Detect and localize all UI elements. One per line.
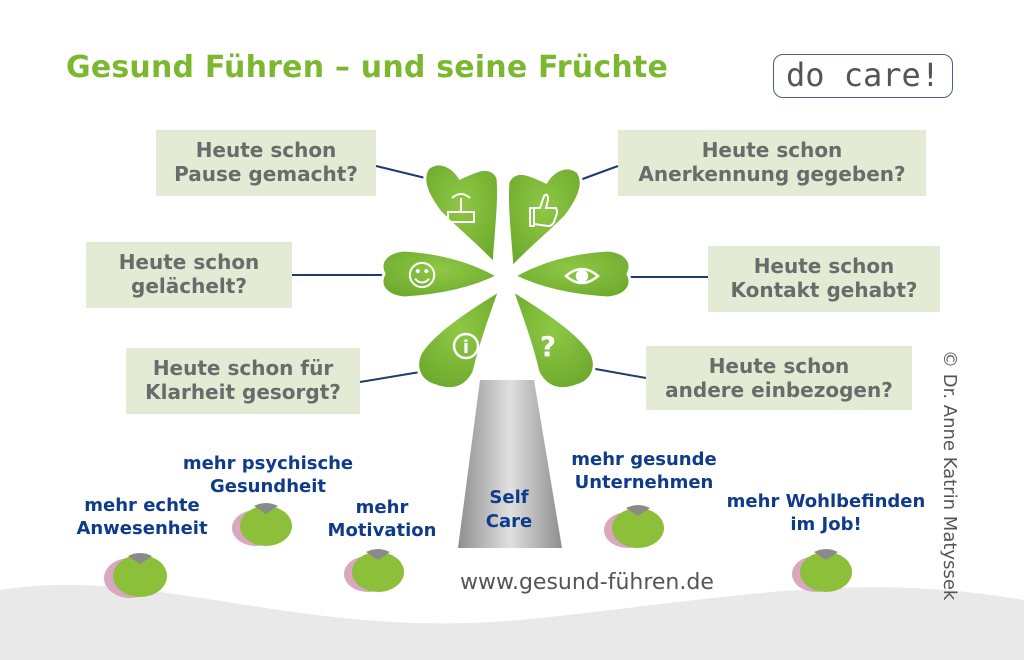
fruit-unternehmen bbox=[604, 505, 664, 548]
svg-text:i: i bbox=[463, 337, 469, 358]
benefit-gesundheit: mehr psychische Gesundheit bbox=[182, 453, 354, 497]
question-anerkennung: Heute schon Anerkennung gegeben? bbox=[618, 130, 926, 196]
question-icon: ? bbox=[540, 330, 556, 363]
question-kontakt: Heute schon Kontakt gehabt? bbox=[708, 246, 940, 312]
info-icon: i bbox=[452, 332, 480, 360]
fruit-wohlbefinden bbox=[792, 549, 852, 592]
copyright-text: © Dr. Anne Katrin Matyssek bbox=[939, 350, 960, 601]
leaf-pause bbox=[423, 162, 501, 268]
leaf-klarheit bbox=[416, 286, 503, 391]
fruit-gesundheit bbox=[232, 503, 292, 546]
fruit-anwesenheit bbox=[104, 553, 167, 598]
question-pause: Heute schon Pause gemacht? bbox=[156, 130, 376, 196]
connector-line bbox=[589, 367, 647, 379]
benefit-unternehmen: mehr gesunde Unternehmen bbox=[571, 449, 717, 493]
connector-line bbox=[359, 371, 421, 383]
leaf-kontakt bbox=[510, 248, 632, 300]
tree-trunk bbox=[458, 380, 562, 548]
page-title: Gesund Führen – und seine Früchte bbox=[66, 50, 668, 85]
do-care-logo: do care! bbox=[773, 54, 953, 98]
leaf-anerkennung bbox=[505, 166, 583, 272]
benefit-motivation: mehr Motivation bbox=[327, 497, 437, 541]
smiley-icon: ☺ bbox=[406, 259, 437, 294]
copyright-block: © Dr. Anne Katrin Matyssek bbox=[930, 350, 970, 600]
thumbs-up-icon bbox=[529, 193, 558, 228]
leaf-einbezogen bbox=[509, 286, 596, 391]
leaf-crown bbox=[380, 162, 632, 391]
website-link[interactable]: www.gesund-führen.de bbox=[460, 570, 714, 595]
island-icon bbox=[447, 193, 475, 223]
connector-lines bbox=[292, 165, 708, 383]
benefit-anwesenheit: mehr echte Anwesenheit bbox=[76, 495, 208, 539]
fruit-motivation bbox=[344, 549, 404, 592]
benefit-wohlbefinden: mehr Wohlbefinden im Job! bbox=[726, 491, 926, 535]
trunk-label: Self Care bbox=[485, 487, 533, 532]
eye-icon bbox=[564, 267, 600, 285]
question-einbezogen: Heute schon andere einbezogen? bbox=[646, 346, 912, 410]
bottom-wave bbox=[0, 584, 1024, 660]
leaf-laecheln bbox=[380, 248, 502, 300]
question-gelaechelt: Heute schon gelächelt? bbox=[86, 242, 292, 308]
question-klarheit: Heute schon für Klarheit gesorgt? bbox=[126, 348, 360, 414]
